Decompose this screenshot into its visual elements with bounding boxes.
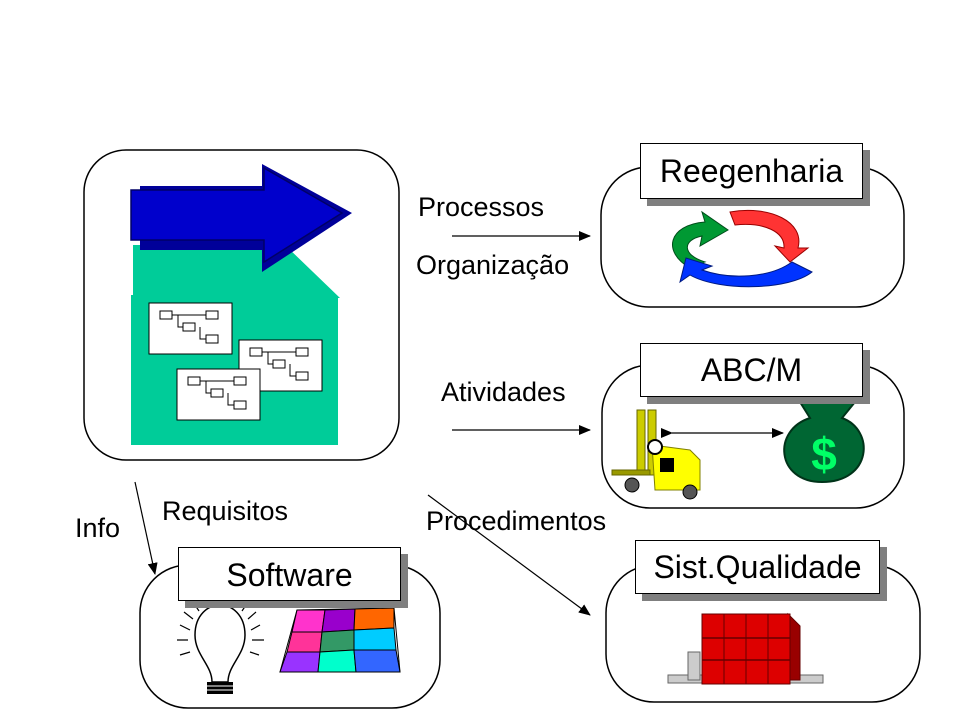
money-bag-icon: $ [783,401,865,484]
qualidade-panel [605,564,921,703]
big-right-arrow-icon [130,164,352,272]
label-info: Info [75,513,121,543]
software-title: Software [178,547,401,601]
svg-text:$: $ [811,428,837,480]
forklift-icon [611,409,701,500]
org-chart-icon [238,339,323,392]
connector-info [134,481,158,575]
binders-icon [667,612,824,685]
puzzle-icon [279,607,401,673]
reengenharia-title: Reegenharia [640,143,863,199]
lightbulb-icon [177,592,264,694]
connector-procedimentos [427,494,591,616]
label-organizacao: Organização [416,250,570,280]
org-chart-icon [148,302,233,355]
abcm-panel: $ [601,364,905,509]
label-procedimentos: Procedimentos [426,506,607,536]
qualidade-title: Sist.Qualidade [635,540,880,594]
org-chart-icon [176,368,261,421]
label-atividades: Atividades [441,377,566,407]
reengenharia-panel [600,166,905,308]
abcm-title: ABC/M [640,343,863,397]
label-requisitos: Requisitos [162,496,289,526]
process-center-panel [83,149,400,461]
cycle-arrows-icon [672,209,813,288]
label-processos: Processos [418,192,545,222]
